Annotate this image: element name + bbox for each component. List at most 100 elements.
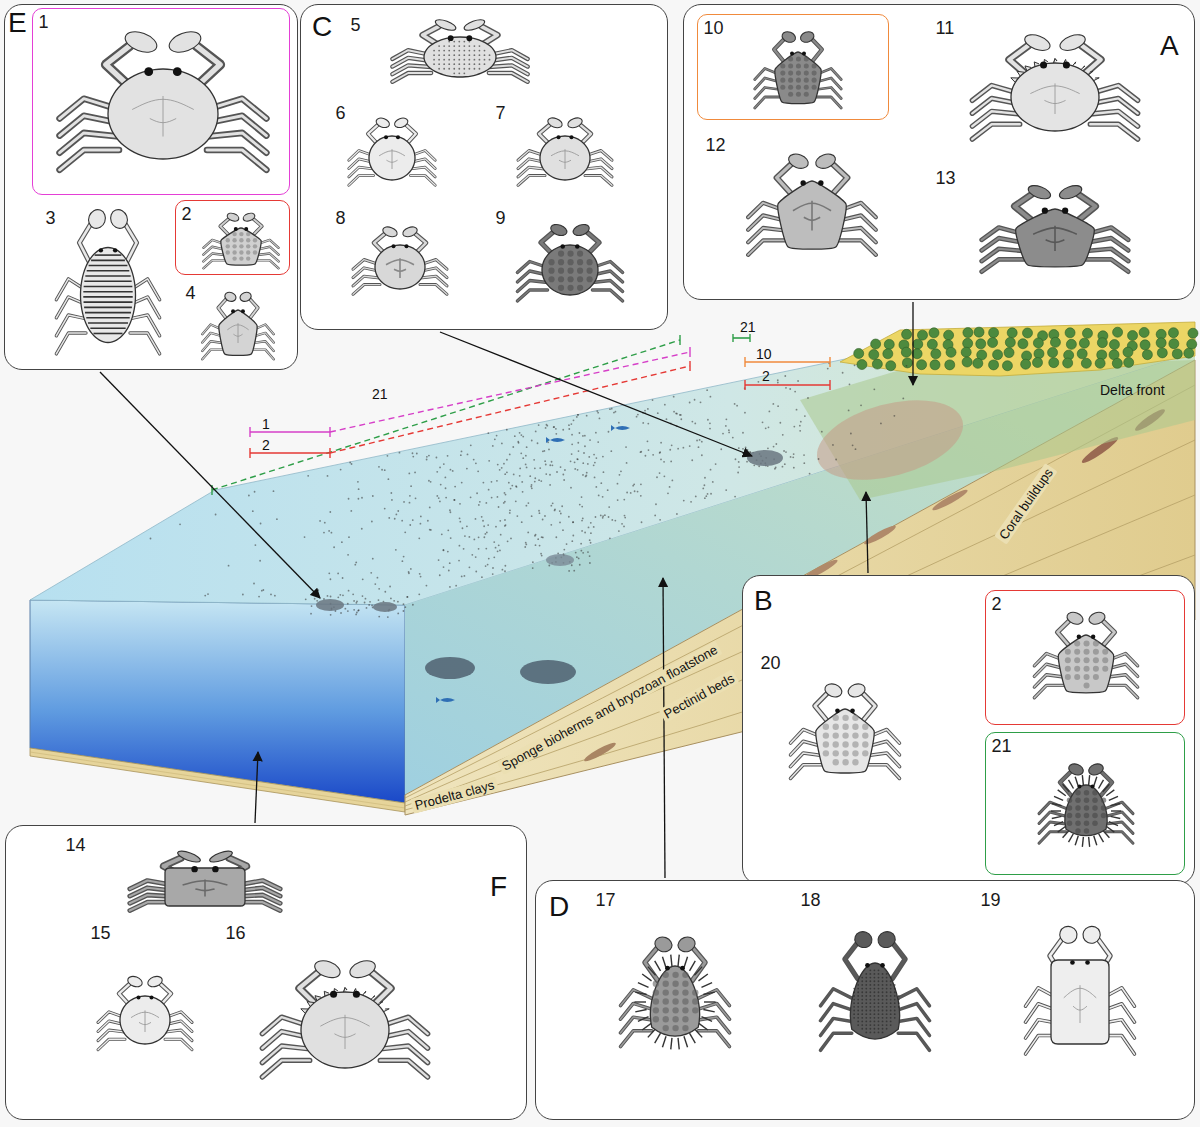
pointer-arrow: [663, 578, 665, 878]
carapace-tubercle: [1102, 665, 1108, 671]
sediment-dot: [390, 492, 392, 494]
sediment-dot: [582, 435, 584, 437]
crab-cheliped: [811, 39, 821, 62]
carapace-tubercle: [897, 994, 899, 996]
carapace-tubercle: [246, 231, 250, 235]
carapace-tubercle: [842, 723, 848, 729]
carapace-tubercle: [458, 63, 460, 65]
sediment-dot: [548, 565, 550, 567]
carapace-texture: [548, 250, 592, 290]
tree: [1097, 338, 1107, 348]
carapace-ridge: [88, 264, 127, 266]
crab-carapace: [650, 966, 699, 1036]
carapace-tubercle: [252, 238, 256, 242]
crab-eye: [212, 865, 218, 871]
carapace-tubercle: [873, 976, 875, 978]
sediment-dot: [494, 438, 496, 440]
sediment-dot: [589, 555, 591, 557]
crab-specimen: 10: [697, 14, 889, 120]
crab-carapace: [1015, 209, 1093, 267]
crab-cheliped: [1078, 194, 1095, 220]
sediment-dot: [412, 452, 414, 454]
sediment-dot: [550, 524, 552, 526]
carapace-tubercle: [1092, 640, 1098, 646]
crab-eye: [1040, 61, 1047, 68]
sediment-dot: [809, 473, 811, 475]
tree: [1184, 348, 1194, 358]
crab-specimen: 14: [60, 832, 350, 927]
sediment-dot: [624, 515, 626, 517]
sediment-dot: [339, 594, 341, 596]
sediment-dot: [680, 418, 682, 420]
crab-spine: [698, 1023, 707, 1030]
sediment-dot: [850, 433, 852, 435]
sediment-dot: [403, 603, 405, 605]
sediment-dot: [459, 503, 461, 505]
carapace-tubercle: [780, 84, 785, 89]
sediment-dot: [803, 454, 805, 456]
sediment-dot: [682, 447, 684, 449]
crab-leg: [1090, 124, 1138, 139]
carapace-tubercle: [897, 1005, 899, 1007]
crab-leg: [380, 1060, 428, 1077]
crab-leg: [620, 1030, 651, 1046]
crab-cheliped: [1101, 771, 1112, 795]
tree: [931, 349, 941, 359]
crab-spine: [1102, 784, 1109, 791]
sediment-dot: [479, 501, 481, 503]
sediment-dot: [458, 560, 460, 562]
crab-cheliped: [218, 298, 226, 318]
carapace-tubercle: [857, 1002, 859, 1004]
sediment-dot: [450, 537, 452, 539]
carapace-tubercle: [1075, 789, 1081, 795]
crab-spine: [1088, 775, 1089, 785]
sediment-dot: [555, 428, 557, 430]
crab-spine: [654, 1033, 660, 1043]
sediment-dot: [429, 529, 431, 531]
sediment-dot: [664, 404, 666, 406]
carapace-tubercle: [865, 1016, 867, 1018]
crab-spine: [678, 1037, 679, 1049]
sediment-dot: [640, 451, 642, 453]
crab-cheliped: [1102, 620, 1114, 646]
sediment-dot: [317, 589, 319, 591]
crab-leg: [1086, 259, 1128, 271]
front-face: [30, 600, 405, 812]
sediment-dot: [545, 473, 547, 475]
fish: [436, 425, 630, 703]
carapace-tubercle: [893, 984, 895, 986]
carapace-tubercle: [453, 45, 455, 47]
crab-specimen: 18: [795, 887, 955, 1112]
carapace-groove: [391, 149, 392, 169]
crab-claw: [1067, 761, 1085, 776]
sediment-dot: [450, 511, 452, 513]
crab-claw: [1087, 610, 1106, 626]
sediment-dot: [403, 501, 405, 503]
crab-spine: [678, 954, 679, 966]
sediment-dot: [775, 443, 777, 445]
sediment-dot: [742, 448, 744, 450]
sediment-dot: [531, 515, 533, 517]
carapace-tubercle: [682, 1016, 688, 1022]
tree: [1048, 347, 1058, 357]
sediment-dot: [248, 495, 250, 497]
carapace-tubercle: [881, 1005, 883, 1007]
crab-leg: [410, 175, 435, 185]
crab-specimen: 1: [32, 8, 290, 195]
carapace-tubercle: [577, 259, 583, 265]
crab-cheliped: [844, 942, 857, 978]
sediment-dot: [600, 482, 602, 484]
callout-number: 13: [936, 169, 956, 187]
sediment-dot: [506, 471, 508, 473]
carapace-tubercle: [803, 63, 808, 68]
carapace-tubercle: [873, 973, 875, 975]
sediment-dot: [652, 454, 654, 456]
carapace-texture: [225, 231, 257, 260]
crab-leg: [59, 150, 118, 170]
sediment-dot: [742, 432, 744, 434]
range-solid: [733, 337, 750, 339]
carapace-tubercle: [857, 998, 859, 1000]
carapace-tubercle: [885, 1009, 887, 1011]
sediment-dot: [585, 475, 587, 477]
sediment-dot: [485, 502, 487, 504]
